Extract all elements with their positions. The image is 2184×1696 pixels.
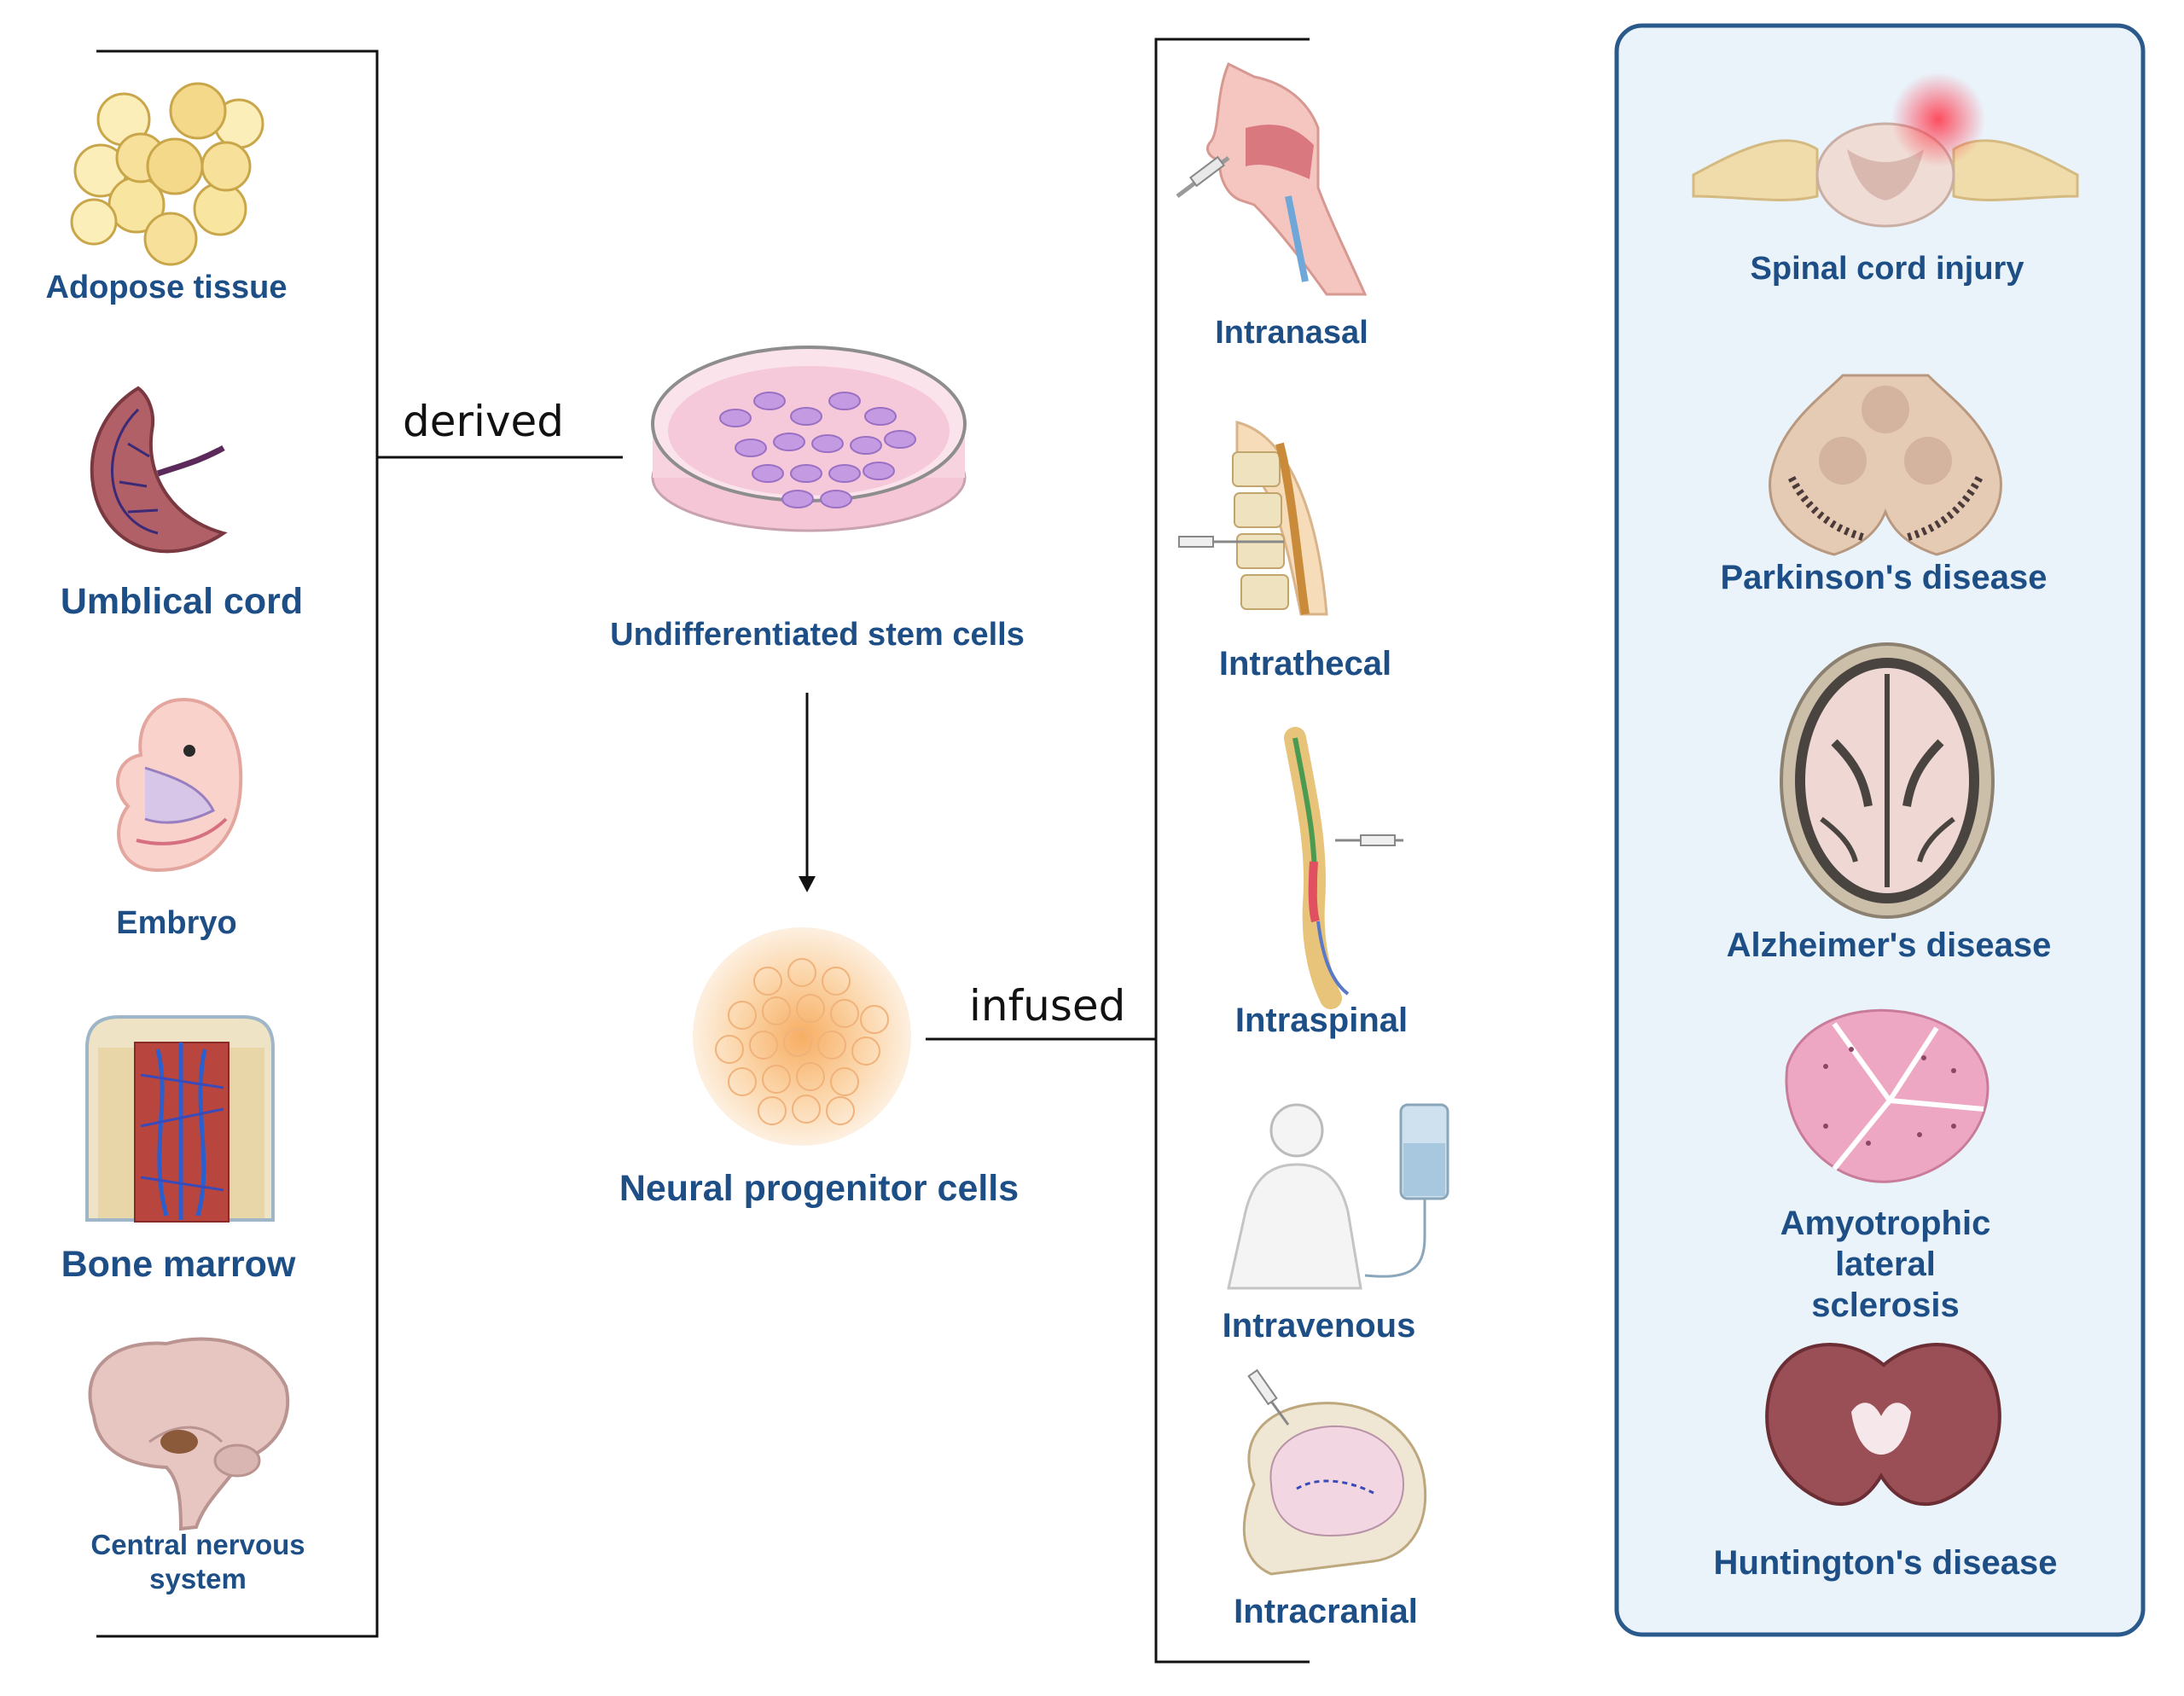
coronal-brain-icon [1765,1343,2001,1507]
source-label-embryo: Embryo [116,905,237,941]
source-label-adipose-tissue: Adopose tissue [45,270,288,305]
down-arrow [799,693,816,892]
route-label-intracranial: Intracranial [1234,1593,1418,1630]
nasal-injection-icon [1176,61,1368,296]
source-bracket [96,49,623,1638]
petri-dish-icon [651,346,967,532]
spinal-injection-icon [1284,727,1403,1009]
stem-cells-label: Undifferentiated stem cells [610,617,1025,653]
route-label-intranasal: Intranasal [1215,315,1368,351]
spinal-cord-injury-icon [1692,73,2079,228]
infused-connector-label: infused [969,981,1126,1031]
route-label-intrathecal: Intrathecal [1218,645,1392,682]
cranial-injection-icon [1242,1368,1427,1576]
embryo-icon [116,697,243,873]
disease-label-parkinsons: Parkinson's disease [1720,559,2048,596]
lumbar-injection-icon [1178,421,1328,616]
adipose-tissue-icon [70,82,264,266]
midbrain-section-icon [1769,374,2002,556]
umbilical-cord-icon [90,386,228,554]
brain-sagittal-icon [88,1337,290,1531]
cell-cluster-icon [693,927,911,1146]
disease-label-huntingtons: Huntington's disease [1713,1544,2058,1582]
route-label-intraspinal: Intraspinal [1234,1002,1409,1039]
iv-drip-icon [1227,1103,1449,1290]
route-bracket [926,38,1310,1664]
source-label-central-nervous-system: Central nervous system [90,1529,305,1594]
atrophied-brain-icon [1780,642,1995,919]
bone-marrow-icon [85,1015,275,1223]
derived-connector-label: derived [403,397,565,446]
source-label-bone-marrow: Bone marrow [61,1244,296,1285]
disease-label-spinal-cord-injury: Spinal cord injury [1750,251,2024,287]
disease-label-als: Amyotrophic lateral sclerosis [1780,1205,1991,1324]
muscle-tissue-icon [1785,1008,1989,1183]
disease-label-alzheimers: Alzheimer's disease [1726,926,2052,964]
neural-progenitor-cells-label: Neural progenitor cells [619,1168,1019,1209]
route-label-intravenous: Intravenous [1222,1307,1416,1345]
source-label-umbilical-cord: Umblical cord [60,581,304,622]
